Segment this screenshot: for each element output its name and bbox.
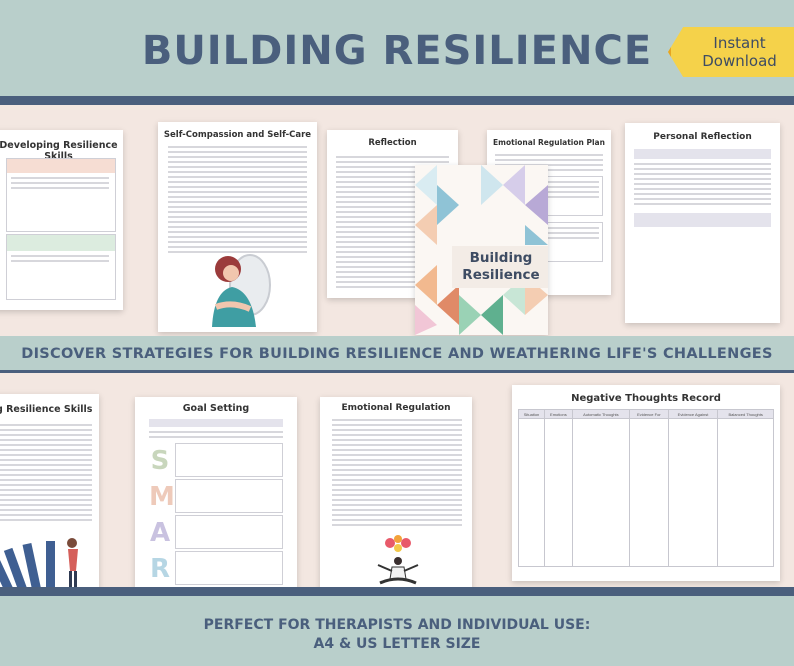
geometric-pattern: [415, 165, 548, 335]
page-heading: g Resilience Skills: [0, 404, 93, 415]
page-negative-thoughts-record: Negative Thoughts Record Situation Emoti…: [512, 385, 780, 581]
page-cover: Building Resilience: [415, 165, 548, 335]
page-self-compassion: Self-Compassion and Self-Care: [158, 122, 317, 332]
negative-thoughts-table: Situation Emotions Automatic Thoughts Ev…: [517, 409, 774, 567]
page-heading: Emotional Regulation Plan: [493, 138, 605, 147]
falling-dominoes-illustration: [0, 538, 78, 587]
tagline: DISCOVER STRATEGIES FOR BUILDING RESILIE…: [0, 337, 794, 370]
footer-line-2: A4 & US LETTER SIZE: [313, 636, 481, 652]
column-header: Automatic Thoughts: [571, 409, 631, 419]
page-heading: Negative Thoughts Record: [571, 393, 721, 404]
activity-box: [6, 158, 116, 232]
smart-letter-s: S: [150, 446, 170, 476]
smart-letter-a: A: [149, 518, 171, 548]
column-header: Evidence For: [629, 409, 669, 419]
instant-download-badge: Instant Download: [668, 27, 794, 77]
preview-band-bottom: g Resilience Skills Goal Setting S M A R…: [0, 370, 794, 596]
activity-box: [6, 234, 116, 300]
smart-letter-t: T: [149, 587, 171, 596]
page-developing-resilience-skills: Developing Resilience Skills: [0, 130, 123, 310]
column-header: Balanced Thoughts: [717, 409, 774, 419]
badge-line-2: Download: [702, 52, 777, 70]
smart-letter-m: M: [149, 482, 175, 512]
page-personal-reflection: Personal Reflection: [625, 123, 780, 323]
table-header-row: Situation Emotions Automatic Thoughts Ev…: [517, 409, 774, 419]
page-heading: Self-Compassion and Self-Care: [163, 130, 312, 140]
smart-letters: S M A R T: [149, 443, 175, 596]
page-heading: Emotional Regulation: [341, 403, 451, 413]
table-row: [517, 418, 774, 567]
footer: PERFECT FOR THERAPISTS AND INDIVIDUAL US…: [0, 616, 794, 654]
smart-letter-r: R: [149, 554, 171, 584]
badge-line-1: Instant: [713, 34, 766, 52]
page-heading: Personal Reflection: [653, 132, 752, 142]
hugging-woman-illustration: [212, 254, 271, 327]
page-heading: Goal Setting: [182, 403, 250, 414]
footer-line-1: PERFECT FOR THERAPISTS AND INDIVIDUAL US…: [203, 617, 591, 633]
column-header: Situation: [517, 409, 546, 419]
column-header: Emotions: [544, 409, 573, 419]
cover-title: Building Resilience: [452, 246, 548, 288]
page-heading: Developing Resilience Skills: [0, 140, 118, 162]
page-goal-setting: Goal Setting S M A R T: [135, 397, 297, 596]
preview-band-top: Developing Resilience Skills Self-Compas…: [0, 96, 794, 336]
column-header: Evidence Against: [667, 409, 719, 419]
page-title: BUILDING RESILIENCE: [141, 28, 653, 74]
header: BUILDING RESILIENCE Instant Download: [0, 0, 794, 96]
page-resilience-skills: g Resilience Skills: [0, 394, 99, 587]
cover-title-line-1: Building: [469, 250, 533, 266]
page-heading: Reflection: [368, 138, 417, 148]
cover-title-line-2: Resilience: [462, 267, 540, 283]
page-emotional-regulation: Emotional Regulation: [320, 397, 472, 587]
meditation-illustration: [377, 535, 419, 585]
